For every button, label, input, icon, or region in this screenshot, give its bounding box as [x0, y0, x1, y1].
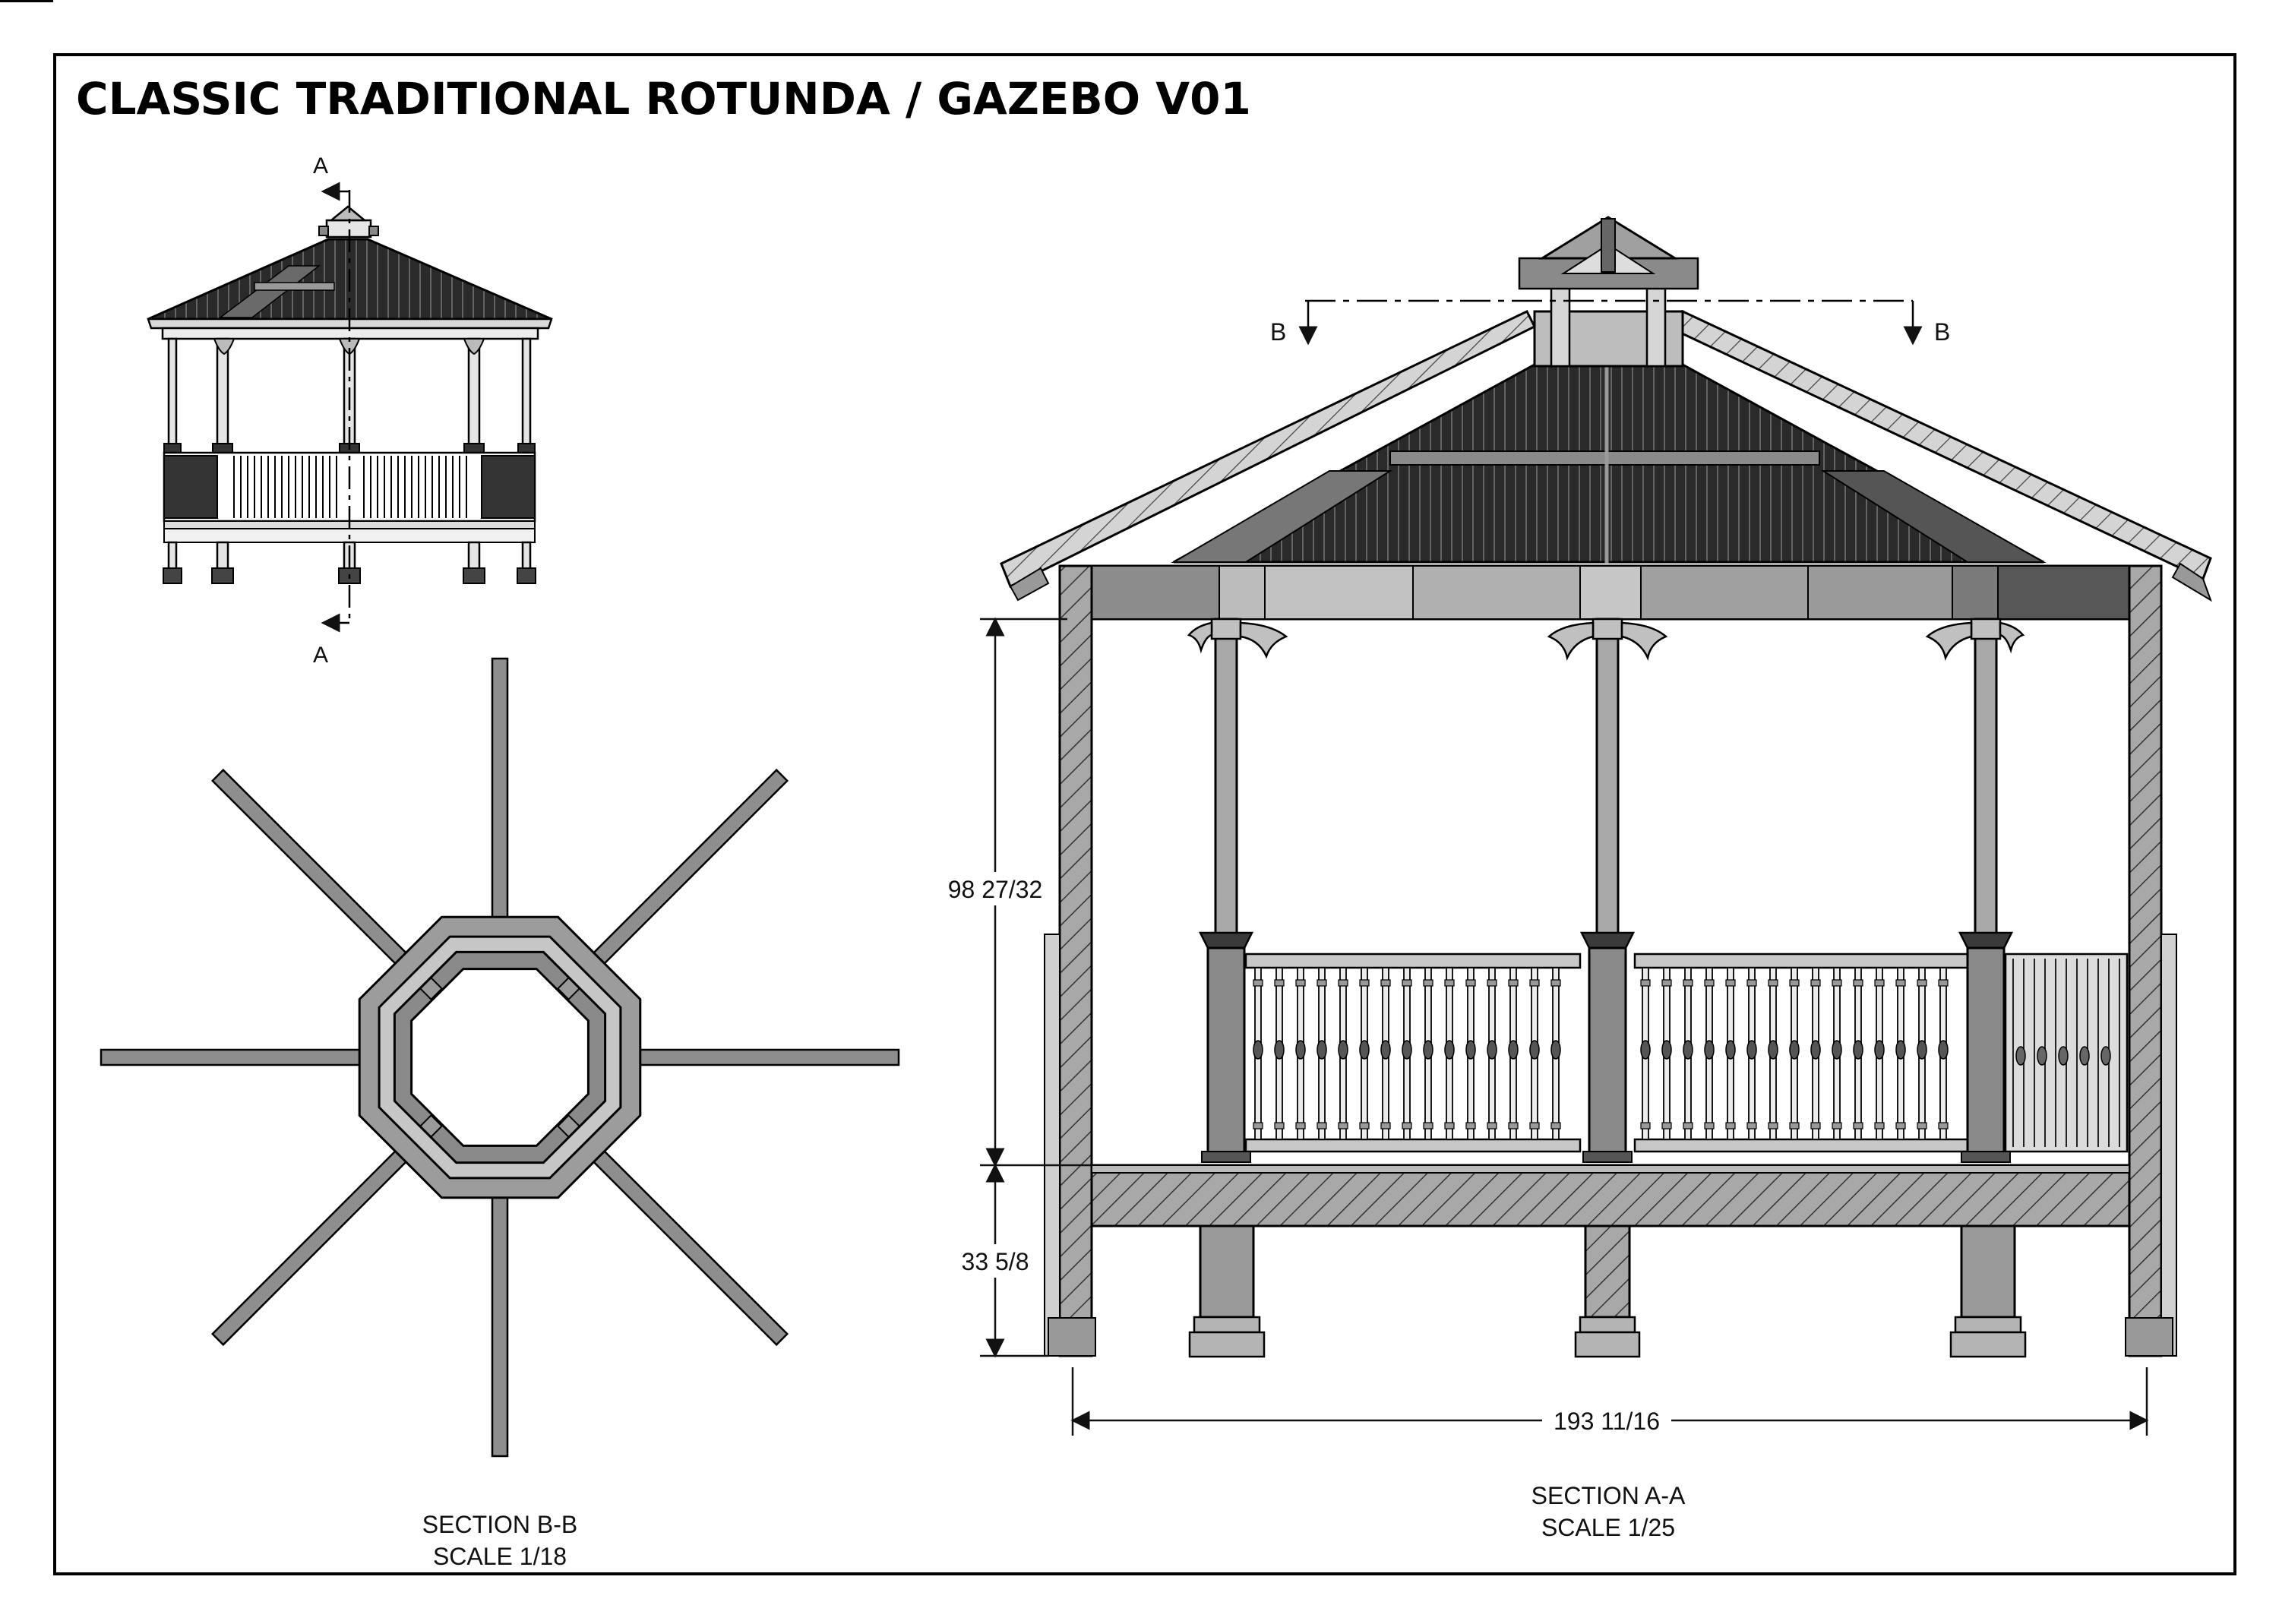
section-aa-name: SECTION A-A: [1531, 1482, 1686, 1509]
dim-width: 193 11/16: [1554, 1408, 1660, 1435]
drawing-title: CLASSIC TRADITIONAL ROTUNDA / GAZEBO V01: [76, 73, 1251, 125]
front-elevation: A A: [147, 153, 553, 668]
cut-label-a-top: A: [313, 153, 328, 179]
section-aa-scale: SCALE 1/25: [1541, 1514, 1675, 1541]
section-bb-plan: [100, 657, 900, 1458]
section-aa: B B: [936, 216, 2212, 1436]
dim-post-height: 98 27/32: [948, 876, 1043, 903]
cut-label-a-bottom: A: [313, 643, 328, 668]
cut-label-b-right: B: [1934, 318, 1950, 346]
corner-tick: [0, 0, 53, 2]
dim-floor-height: 33 5/8: [962, 1248, 1029, 1275]
section-bb-name: SECTION B-B: [422, 1511, 577, 1538]
cut-label-b-left: B: [1270, 318, 1286, 346]
section-bb-scale: SCALE 1/18: [433, 1543, 567, 1570]
sheet-border: [53, 53, 2236, 1575]
